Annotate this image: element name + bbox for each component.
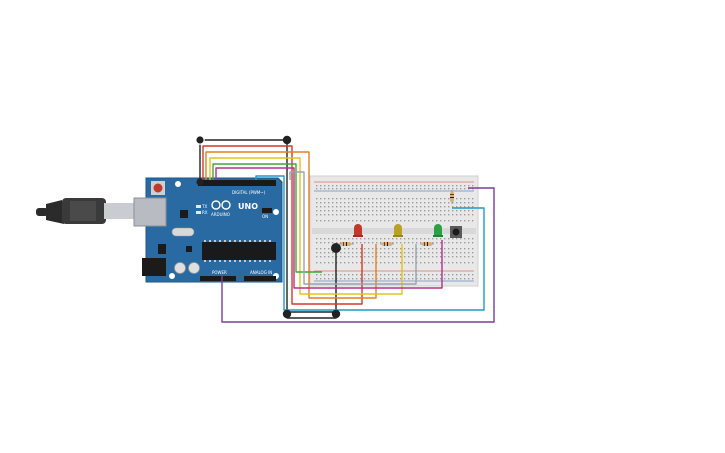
junction-node[interactable] — [196, 178, 204, 186]
power-header[interactable] — [200, 276, 236, 281]
green-led[interactable] — [433, 224, 443, 237]
wire-black-short[interactable] — [286, 312, 337, 319]
rx-led — [196, 211, 201, 214]
analog-header[interactable] — [244, 276, 276, 281]
wire-blue[interactable] — [255, 175, 485, 311]
resistor[interactable] — [420, 242, 434, 246]
icsp-header — [262, 208, 272, 213]
wires — [199, 139, 495, 323]
junction-node[interactable] — [331, 309, 341, 319]
junction-node[interactable] — [282, 309, 292, 319]
wire-grey[interactable] — [289, 171, 417, 285]
yellow-led[interactable] — [393, 224, 403, 237]
digital-pins-label: DIGITAL (PWM~) — [232, 190, 266, 195]
dc-power-jack[interactable] — [142, 258, 166, 276]
junction-node[interactable] — [195, 135, 205, 145]
crystal-oscillator — [171, 227, 195, 237]
digital-header[interactable] — [198, 180, 276, 186]
junction-node[interactable] — [331, 243, 341, 253]
tx-led — [196, 205, 201, 208]
capacitor — [188, 262, 200, 274]
capacitor — [174, 262, 186, 274]
push-button[interactable] — [450, 226, 462, 238]
arduino-logo — [211, 200, 231, 210]
board-brand-label: ARDUINO — [211, 212, 230, 217]
wire-magenta[interactable] — [215, 167, 443, 289]
resistor[interactable] — [450, 190, 454, 204]
junction-node[interactable] — [282, 135, 292, 145]
tx-label: TX — [201, 204, 207, 209]
usb-port[interactable] — [133, 197, 167, 227]
wire-purple[interactable] — [221, 187, 495, 323]
wire-black[interactable] — [199, 139, 337, 313]
rx-label: RX — [202, 210, 208, 215]
resistor[interactable] — [380, 242, 394, 246]
atmega-chip — [202, 242, 276, 260]
reset-button[interactable] — [151, 181, 165, 195]
red-led[interactable] — [353, 224, 363, 237]
board-model-label: UNO — [238, 202, 258, 211]
on-led-label: ON — [262, 214, 268, 219]
wire-orange[interactable] — [205, 151, 377, 299]
resistor[interactable] — [338, 242, 354, 246]
breadboard-holes — [316, 185, 474, 280]
wire-yellow[interactable] — [209, 157, 403, 295]
analog-pins-label: ANALOG IN — [250, 270, 272, 275]
arduino-uno-board[interactable]: UNO ARDUINO DIGITAL (PWM~) POWER ANALOG … — [133, 177, 283, 283]
power-pins-label: POWER — [212, 270, 227, 275]
